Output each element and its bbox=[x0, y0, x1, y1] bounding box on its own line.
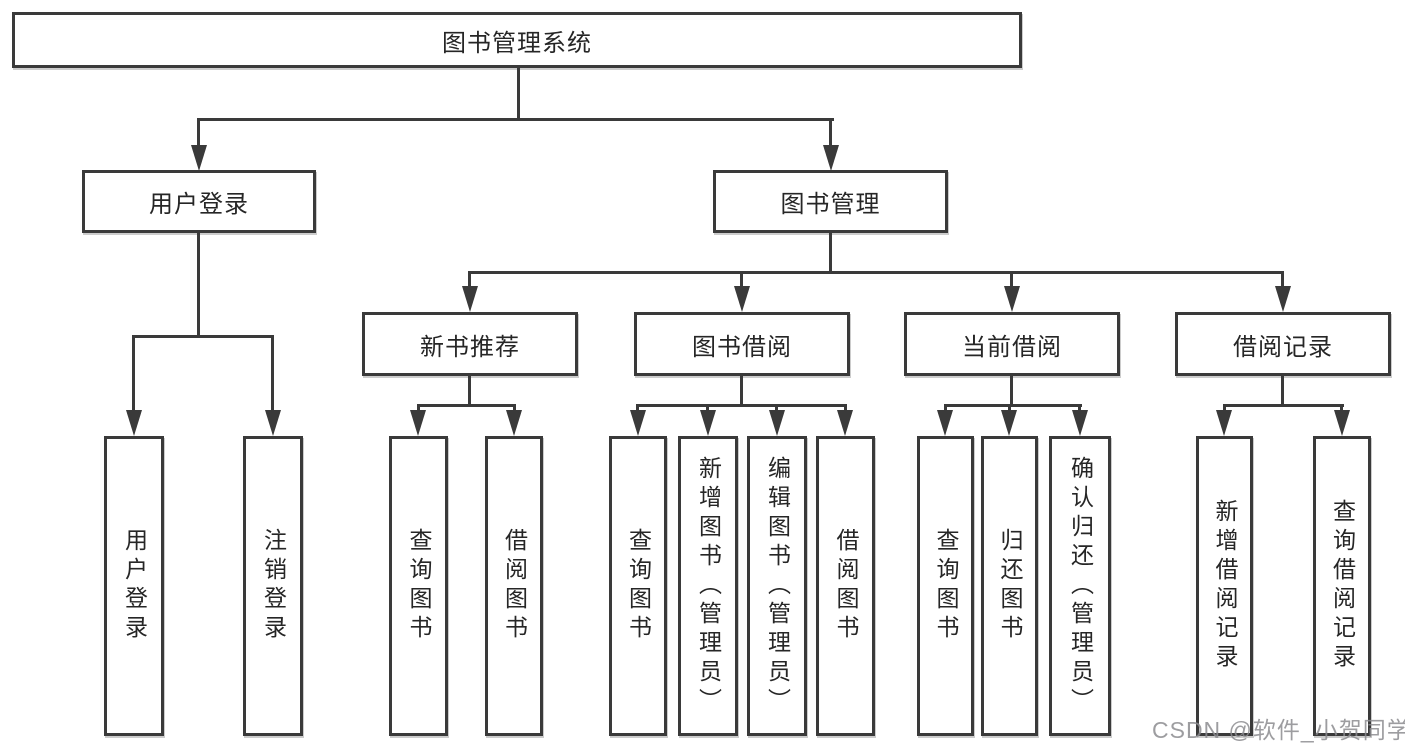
connector bbox=[517, 68, 520, 120]
arrowhead-down-icon bbox=[1001, 410, 1017, 436]
arrowhead-down-icon bbox=[126, 410, 142, 436]
leaf-query-borrow-record-label: 查询借阅记录 bbox=[1329, 499, 1356, 673]
node-current-borrowing-label: 当前借阅 bbox=[962, 333, 1062, 361]
leaf-query-books-borrowing: 查询图书 bbox=[609, 436, 667, 736]
arrowhead-down-icon bbox=[630, 410, 646, 436]
leaf-query-books-recommend: 查询图书 bbox=[389, 436, 448, 736]
leaf-add-borrow-record-label: 新增借阅记录 bbox=[1212, 499, 1238, 673]
connector bbox=[271, 335, 274, 412]
connector bbox=[1281, 271, 1284, 289]
node-current-borrowing: 当前借阅 bbox=[904, 312, 1120, 376]
arrowhead-down-icon bbox=[462, 286, 478, 312]
arrowhead-down-icon bbox=[191, 145, 207, 171]
arrowhead-down-icon bbox=[734, 286, 750, 312]
leaf-query-books-current-label: 查询图书 bbox=[933, 528, 959, 644]
node-user-login: 用户登录 bbox=[82, 170, 316, 233]
connector bbox=[1008, 404, 1011, 414]
connector bbox=[636, 404, 847, 407]
node-book-management-label: 图书管理 bbox=[780, 191, 881, 218]
connector bbox=[775, 404, 778, 414]
leaf-user-login-label: 用户登录 bbox=[121, 528, 148, 644]
node-borrowing-records: 借阅记录 bbox=[1175, 312, 1391, 376]
leaf-confirm-return-admin: 确认归还（管理员） bbox=[1049, 436, 1111, 736]
connector bbox=[197, 233, 200, 337]
arrowhead-down-icon bbox=[265, 410, 281, 436]
leaf-user-login: 用户登录 bbox=[104, 436, 164, 736]
connector bbox=[468, 376, 471, 406]
node-borrowing-records-label: 借阅记录 bbox=[1233, 333, 1333, 361]
leaf-add-books-admin: 新增图书（管理员） bbox=[678, 436, 738, 736]
leaf-query-borrow-record: 查询借阅记录 bbox=[1313, 436, 1371, 736]
node-book-borrowing: 图书借阅 bbox=[634, 312, 850, 376]
connector bbox=[740, 376, 743, 406]
leaf-query-books-current: 查询图书 bbox=[917, 436, 974, 736]
arrowhead-down-icon bbox=[410, 410, 426, 436]
connector bbox=[417, 404, 516, 407]
connector bbox=[513, 404, 516, 414]
connector bbox=[944, 404, 1082, 407]
connector bbox=[417, 404, 420, 414]
leaf-edit-books-admin: 编辑图书（管理员） bbox=[747, 436, 807, 736]
connector bbox=[844, 404, 847, 414]
node-new-book-recommendation: 新书推荐 bbox=[362, 312, 578, 376]
leaf-add-borrow-record: 新增借阅记录 bbox=[1196, 436, 1253, 736]
leaf-confirm-return-admin-label: 确认归还（管理员） bbox=[1067, 455, 1094, 717]
leaf-borrow-books-recommend-label: 借阅图书 bbox=[501, 528, 528, 644]
csdn-watermark: CSDN @软件_小贺同学 bbox=[1152, 717, 1405, 743]
arrowhead-down-icon bbox=[700, 410, 716, 436]
arrowhead-down-icon bbox=[1334, 410, 1350, 436]
connector bbox=[1010, 376, 1013, 406]
connector bbox=[197, 118, 834, 121]
connector bbox=[740, 271, 743, 289]
leaf-add-books-admin-label: 新增图书（管理员） bbox=[695, 455, 722, 717]
leaf-query-books-borrowing-label: 查询图书 bbox=[625, 528, 652, 644]
connector bbox=[1340, 404, 1343, 414]
connector bbox=[1281, 376, 1284, 406]
arrowhead-down-icon bbox=[1004, 286, 1020, 312]
arrowhead-down-icon bbox=[937, 410, 953, 436]
connector bbox=[1010, 271, 1013, 289]
node-library-management-system: 图书管理系统 bbox=[12, 12, 1022, 68]
connector bbox=[1223, 404, 1226, 414]
connector bbox=[468, 271, 1284, 274]
connector bbox=[132, 335, 135, 412]
leaf-return-books: 归还图书 bbox=[981, 436, 1038, 736]
leaf-logout: 注销登录 bbox=[243, 436, 303, 736]
connector bbox=[197, 118, 200, 148]
leaf-return-books-label: 归还图书 bbox=[997, 528, 1023, 644]
connector bbox=[1223, 404, 1344, 407]
arrowhead-down-icon bbox=[506, 410, 522, 436]
leaf-logout-label: 注销登录 bbox=[260, 528, 287, 644]
connector bbox=[468, 271, 471, 289]
node-new-book-recommendation-label: 新书推荐 bbox=[420, 333, 520, 361]
arrowhead-down-icon bbox=[769, 410, 785, 436]
connector bbox=[944, 404, 947, 414]
arrowhead-down-icon bbox=[837, 410, 853, 436]
leaf-borrow-books-recommend: 借阅图书 bbox=[485, 436, 543, 736]
arrowhead-down-icon bbox=[1275, 286, 1291, 312]
connector bbox=[636, 404, 639, 414]
arrowhead-down-icon bbox=[1072, 410, 1088, 436]
leaf-borrow-books-label: 借阅图书 bbox=[833, 528, 859, 644]
connector bbox=[829, 233, 832, 273]
node-book-borrowing-label: 图书借阅 bbox=[692, 333, 792, 361]
connector bbox=[1078, 404, 1081, 414]
leaf-borrow-books: 借阅图书 bbox=[816, 436, 875, 736]
node-user-login-label: 用户登录 bbox=[149, 191, 249, 218]
leaf-query-books-recommend-label: 查询图书 bbox=[406, 528, 432, 644]
node-library-management-system-label: 图书管理系统 bbox=[442, 29, 592, 57]
connector bbox=[829, 118, 832, 148]
connector bbox=[706, 404, 709, 414]
connector bbox=[132, 335, 274, 338]
arrowhead-down-icon bbox=[1216, 410, 1232, 436]
node-book-management: 图书管理 bbox=[713, 170, 948, 233]
leaf-edit-books-admin-label: 编辑图书（管理员） bbox=[764, 455, 791, 717]
arrowhead-down-icon bbox=[823, 145, 839, 171]
